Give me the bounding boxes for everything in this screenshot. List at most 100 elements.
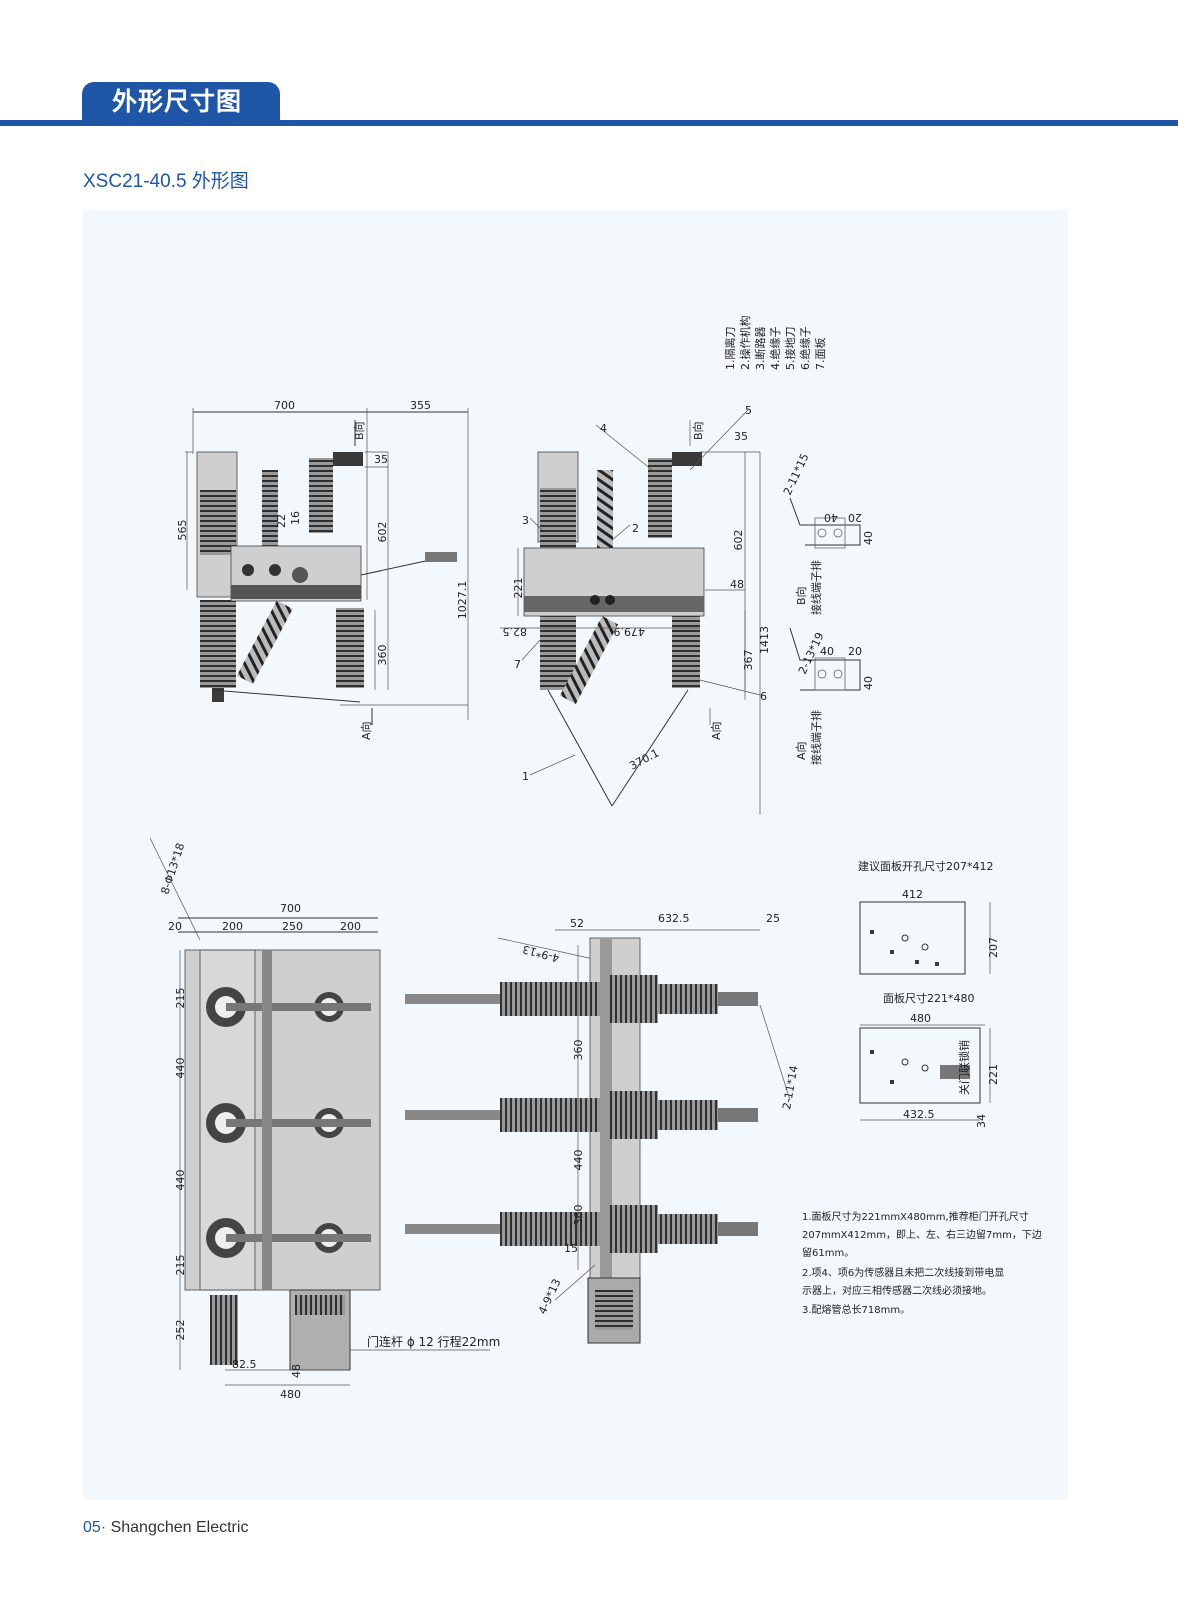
sp-dim-440: 440 [572, 1150, 585, 1171]
front-elevation-view: 700 355 B向 565 35 602 22 16 1027.1 360 [176, 399, 469, 740]
dim-700-top: 700 [274, 399, 295, 412]
header-rule [0, 120, 1178, 126]
terminal-b-caption1: B向 [794, 586, 808, 605]
callout-5: 5 [745, 404, 752, 417]
terminal-a-40b: 40 [862, 676, 875, 690]
side-dim-825: 82.5 [503, 625, 528, 638]
dim-16: 16 [289, 511, 302, 525]
plan-dim-480: 480 [280, 1388, 301, 1401]
terminal-a-caption2: 接线端子排 [809, 710, 823, 765]
dim-355: 355 [410, 399, 431, 412]
terminal-b-hole: 2-11*15 [781, 451, 812, 497]
plan-dim-252: 252 [174, 1320, 187, 1341]
legend-item-5: 5.接地刀 [784, 327, 797, 371]
cutout-title: 建议面板开孔尺寸207*412 [858, 859, 994, 873]
panel-cutout-detail: 建议面板开孔尺寸207*412 412 207 [858, 859, 1000, 975]
page-footer: 05· Shangchen Electric [83, 1519, 248, 1537]
dim-35: 35 [374, 453, 388, 466]
side-dir-b: B向 [691, 421, 705, 440]
plan-dim-215b: 215 [174, 1255, 187, 1276]
callout-2: 2 [632, 522, 639, 535]
dim-565: 565 [176, 520, 189, 541]
sp-dim-360b: 360 [572, 1205, 585, 1226]
technical-notes: 1.面板尺寸为221mmX480mm,推荐柜门开孔尺寸 207mmX412mm，… [802, 1210, 1042, 1316]
side-dim-4799: 479.9 [614, 625, 646, 638]
dim-602: 602 [376, 522, 389, 543]
panel-size-height: 221 [987, 1064, 1000, 1085]
terminal-b-detail: 2-11*15 40 20 40 B向 接线端子排 [781, 451, 875, 615]
plan-dim-200a: 200 [222, 920, 243, 933]
terminal-b-40b: 40 [862, 531, 875, 545]
drawing-subtitle: XSC21-40.5 外形图 [83, 171, 249, 192]
plan-dim-250: 250 [282, 920, 303, 933]
note-line-4: 2.项4、项6为传感器且未把二次线接到带电显 [802, 1266, 1004, 1279]
dir-b-label: B向 [352, 421, 366, 440]
side-dim-48: 48 [730, 578, 744, 591]
callout-4: 4 [600, 422, 607, 435]
terminal-b-caption2: 接线端子排 [809, 560, 823, 615]
note-line-3: 留61mm。 [802, 1246, 854, 1259]
note-line-6: 3.配熔管总长718mm。 [802, 1303, 910, 1316]
panel-size-34: 34 [975, 1114, 988, 1128]
plan-view: 8-Φ13*18 700 20 200 250 200 215 440 440 … [149, 837, 500, 1401]
panel-size-bottom: 432.5 [903, 1108, 935, 1121]
plan-dim-48: 48 [290, 1364, 303, 1378]
callout-6: 6 [760, 690, 767, 703]
page-number: 05 [83, 1519, 101, 1536]
plan-dim-200b: 200 [340, 920, 361, 933]
sp-hole-side: 2-11*14 [780, 1064, 801, 1110]
sp-dim-360a: 360 [572, 1040, 585, 1061]
section-title-tab: 外形尺寸图 [82, 82, 280, 122]
footer-separator: · [100, 1519, 107, 1536]
callout-1: 1 [522, 770, 529, 783]
panel-size-detail: 面板尺寸221*480 480 221 关门联锁销 432.5 34 [859, 991, 1000, 1128]
side-dir-a: A向 [709, 721, 723, 740]
legend-item-4: 4.绝缘子 [768, 327, 782, 371]
panel-size-width: 480 [910, 1012, 931, 1025]
plan-hole-spec: 8-Φ13*18 [158, 841, 187, 896]
callout-7: 7 [514, 658, 521, 671]
lock-pin-label: 关门联锁销 [957, 1040, 971, 1095]
sp-dim-52: 52 [570, 917, 584, 930]
dim-360: 360 [376, 645, 389, 666]
note-line-1: 1.面板尺寸为221mmX480mm,推荐柜门开孔尺寸 [802, 1210, 1029, 1223]
legend-item-2: 2.操作机构 [738, 316, 752, 371]
dim-1027: 1027.1 [456, 581, 469, 620]
side-dim-35: 35 [734, 430, 748, 443]
component-legend: 1.隔离刀 2.操作机构 3.断路器 4.绝缘子 5.接地刀 6.绝缘子 7.面… [723, 316, 827, 371]
terminal-b-40: 40 [824, 511, 838, 524]
plan-dim-215a: 215 [174, 988, 187, 1009]
side-plan-view: 52 632.5 25 4-9*13 360 440 360 15 4-9*13… [405, 912, 801, 1344]
section-title: 外形尺寸图 [112, 87, 243, 116]
dir-a-label: A向 [359, 721, 373, 740]
sp-dim-6325: 632.5 [658, 912, 690, 925]
legend-item-3: 3.断路器 [753, 327, 767, 371]
callout-3: 3 [522, 514, 529, 527]
terminal-a-20: 20 [848, 645, 862, 658]
cutout-width: 412 [902, 888, 923, 901]
plan-dim-20: 20 [168, 920, 182, 933]
plan-dim-700: 700 [280, 902, 301, 915]
terminal-b-20: 20 [848, 511, 862, 524]
plan-dim-440b: 440 [174, 1170, 187, 1191]
terminal-a-detail: 2-13*19 40 20 40 A向 接线端子排 [789, 627, 875, 765]
side-dim-3701: 370.1 [627, 746, 661, 772]
sp-dim-25: 25 [766, 912, 780, 925]
plan-dim-825: 82.5 [232, 1358, 257, 1371]
side-dim-1413: 1413 [758, 626, 771, 654]
door-rod-note: 门连杆 ϕ 12 行程22mm [367, 1334, 500, 1349]
terminal-a-caption1: A向 [794, 741, 808, 760]
plan-dim-440a: 440 [174, 1058, 187, 1079]
panel-size-title: 面板尺寸221*480 [883, 991, 975, 1005]
terminal-a-40: 40 [820, 645, 834, 658]
cutout-height: 207 [987, 937, 1000, 958]
footer-brand: Shangchen Electric [110, 1519, 249, 1536]
side-elevation-view: B向 35 602 48 1413 3 6 7 221 82.5 479.9 370… [500, 404, 771, 815]
note-line-2: 207mmX412mm，即上、左、右三边留7mm，下边 [802, 1228, 1042, 1241]
side-dim-221: 221 [512, 578, 525, 599]
sp-hole-top: 4-9*13 [521, 942, 561, 964]
legend-item-1: 1.隔离刀 [723, 327, 737, 371]
side-dim-602: 602 [732, 530, 745, 551]
legend-item-7: 7.面板 [813, 338, 827, 371]
